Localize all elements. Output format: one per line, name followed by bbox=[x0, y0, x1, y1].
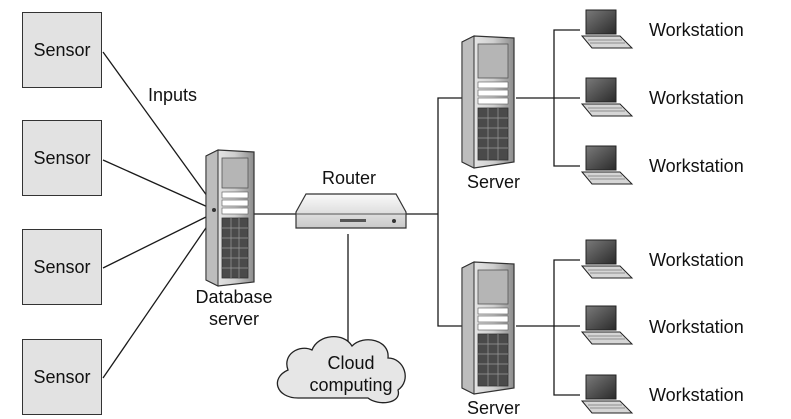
laptop-icon-2 bbox=[580, 77, 634, 117]
connection-server2-ws bbox=[553, 259, 580, 396]
sensor-connections bbox=[102, 51, 211, 379]
connection-sensor-2 bbox=[102, 159, 211, 209]
laptop-icon-5 bbox=[580, 305, 634, 345]
router-label: Router bbox=[322, 168, 377, 188]
cloud-label-line2: computing bbox=[309, 375, 393, 395]
connection-bracket-servers bbox=[437, 97, 462, 327]
cloud-label: Cloud computing bbox=[296, 352, 406, 396]
connection-sensor-3 bbox=[102, 214, 211, 269]
database-server-label-line2: server bbox=[208, 309, 259, 329]
sensor-label: Sensor bbox=[33, 39, 91, 60]
workstation-label-3: Workstation bbox=[649, 156, 744, 176]
workstation-label-4: Workstation bbox=[649, 250, 744, 270]
connection-sensor-1 bbox=[102, 51, 211, 201]
workstation-label-2: Workstation bbox=[649, 88, 744, 108]
laptop-icon-4 bbox=[580, 239, 634, 279]
cloud-label-line1: Cloud bbox=[327, 353, 375, 373]
sensor-box-1: Sensor bbox=[22, 12, 102, 88]
inputs-label: Inputs bbox=[148, 85, 198, 105]
core-connections bbox=[254, 97, 462, 345]
workstation-label-6: Workstation bbox=[649, 385, 744, 405]
sensor-box-2: Sensor bbox=[22, 120, 102, 196]
laptop-icon-6 bbox=[580, 374, 634, 414]
sensor-label: Sensor bbox=[33, 366, 91, 387]
server-rack-icon-1 bbox=[461, 35, 515, 169]
laptop-icon-1 bbox=[580, 9, 634, 49]
workstation-connections bbox=[516, 29, 580, 396]
router-icon bbox=[295, 193, 407, 229]
server-label-2: Server bbox=[467, 398, 521, 418]
server-label-1: Server bbox=[467, 172, 521, 192]
sensor-label: Sensor bbox=[33, 147, 91, 168]
database-server-rack-icon bbox=[205, 149, 255, 287]
workstation-label-1: Workstation bbox=[649, 20, 744, 40]
sensor-box-3: Sensor bbox=[22, 229, 102, 305]
cloud-icon bbox=[276, 336, 406, 404]
server-rack-icon-2 bbox=[461, 261, 515, 395]
workstation-label-5: Workstation bbox=[649, 317, 744, 337]
sensor-box-4: Sensor bbox=[22, 339, 102, 415]
connection-sensor-4 bbox=[102, 221, 211, 379]
laptop-icon-3 bbox=[580, 145, 634, 185]
database-server-label-line1: Database bbox=[195, 287, 273, 307]
database-server-label: Database server bbox=[186, 286, 282, 330]
sensor-label: Sensor bbox=[33, 256, 91, 277]
